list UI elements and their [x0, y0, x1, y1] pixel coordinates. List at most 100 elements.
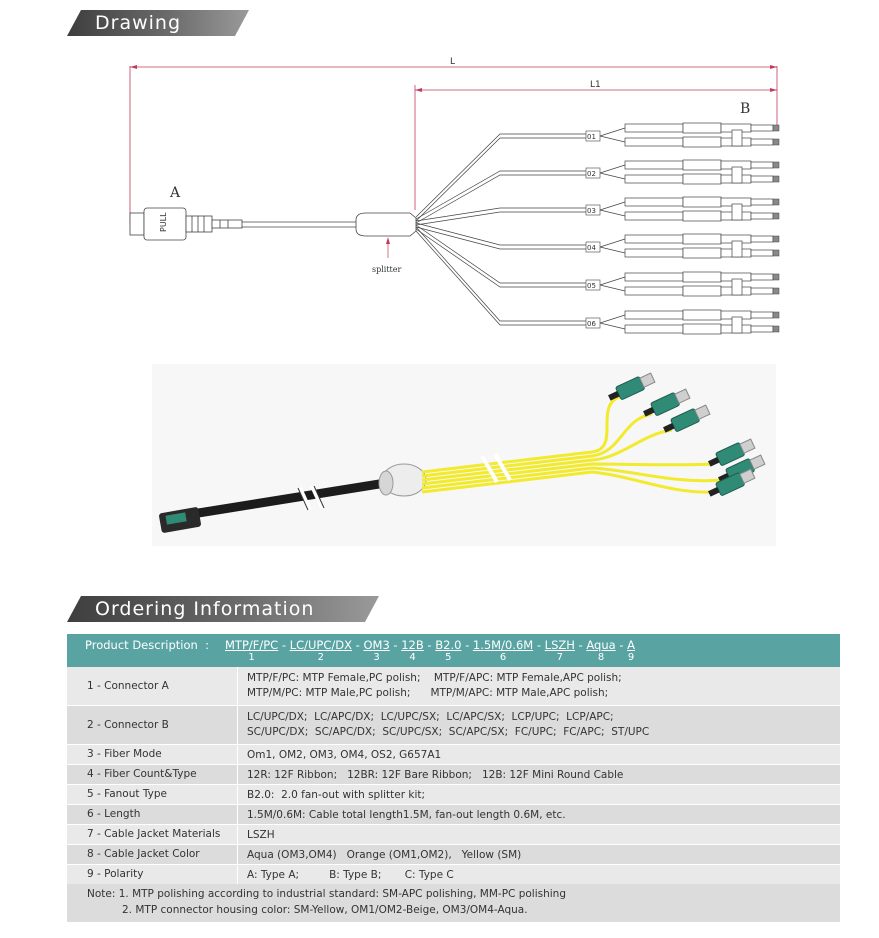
leg-label: 03: [587, 207, 596, 215]
code-part-3: OM3: [363, 638, 390, 652]
spec-value: Om1, OM2, OM3, OM4, OS2, G657A1: [247, 748, 441, 763]
spec-label: 9 - Polarity: [87, 868, 144, 880]
code-separator: -: [615, 638, 628, 652]
spec-value-line: 1.5M/0.6M: Cable total length1.5M, fan-o…: [247, 809, 566, 821]
code-part-9: A: [627, 638, 636, 652]
note-line-2: 2. MTP connector housing color: SM-Yello…: [122, 904, 528, 916]
code-separator: -: [533, 638, 545, 652]
end-B-label: B: [740, 101, 750, 117]
code-part-6: 1.5M/0.6M: [472, 638, 534, 652]
spec-row: 3 - Fiber Mode Om1, OM2, OM3, OM4, OS2, G…: [67, 745, 840, 765]
spec-label: 5 - Fanout Type: [87, 788, 167, 800]
spec-label: 2 - Connector B: [87, 718, 169, 731]
spec-value: A: Type A; B: Type B; C: Type C: [247, 868, 454, 883]
code-separator: -: [461, 638, 473, 652]
code-part-2: LC/UPC/DX: [289, 638, 352, 652]
fanout-leg-04: 04: [415, 222, 780, 259]
end-A-label: A: [169, 185, 181, 201]
code-part-number: 2: [317, 652, 325, 663]
spec-value-line: Aqua (OM3,OM4) Orange (OM1,OM2), Yellow …: [247, 849, 522, 861]
spec-value-line: Om1, OM2, OM3, OM4, OS2, G657A1: [247, 749, 442, 761]
spec-label: 7 - Cable Jacket Materials: [87, 828, 221, 840]
code-separator: -: [278, 638, 290, 652]
spec-label: 8 - Cable Jacket Color: [87, 848, 200, 860]
dimension-L-label: L: [450, 57, 455, 67]
leg-label: 01: [587, 133, 596, 141]
spec-row: 7 - Cable Jacket Materials LSZH: [67, 825, 840, 845]
photo-connector: [643, 388, 691, 417]
photo-lc-connectors: [608, 372, 766, 497]
spec-value-line: MTP/M/PC: MTP Male,PC polish; MTP/M/APC:…: [247, 687, 609, 699]
ordering-table: 1 - Connector A MTP/F/PC: MTP Female,PC p…: [67, 667, 840, 885]
spec-value: LC/UPC/DX; LC/APC/DX; LC/UPC/SX; LC/APC/…: [247, 710, 649, 740]
leg-label: 02: [587, 170, 596, 178]
code-part-7: LSZH: [544, 638, 575, 652]
leg-label: 05: [587, 282, 596, 290]
splitter-label: splitter: [372, 265, 402, 274]
spec-row: 2 - Connector B LC/UPC/DX; LC/APC/DX; LC/…: [67, 706, 840, 745]
spec-value: 12R: 12F Ribbon; 12BR: 12F Bare Ribbon; …: [247, 768, 623, 783]
spec-value-line: LSZH: [247, 829, 275, 841]
photo-connector: [663, 404, 711, 433]
spec-row: 6 - Length 1.5M/0.6M: Cable total length1…: [67, 805, 840, 825]
spec-label: 1 - Connector A: [87, 679, 169, 692]
spec-row: 5 - Fanout Type B2.0: 2.0 fan-out with sp…: [67, 785, 840, 805]
code-separator: -: [352, 638, 364, 652]
spec-row: 1 - Connector A MTP/F/PC: MTP Female,PC p…: [67, 667, 840, 706]
spec-value-line: B2.0: 2.0 fan-out with splitter kit;: [247, 789, 426, 801]
code-separator: -: [389, 638, 402, 652]
note-line-1: Note: 1. MTP polishing according to indu…: [87, 888, 566, 900]
spec-value: B2.0: 2.0 fan-out with splitter kit;: [247, 788, 425, 803]
code-part-1: MTP/F/PC: [225, 638, 279, 652]
code-part-8: Aqua: [586, 638, 616, 652]
product-photo: [152, 364, 776, 546]
spec-value-line: A: Type A; B: Type B; C: Type C: [247, 869, 454, 881]
code-part-number: 9: [627, 652, 635, 663]
leg-label: 06: [587, 320, 596, 328]
spec-value-line: LC/UPC/DX; LC/APC/DX; LC/UPC/SX; LC/APC/…: [247, 711, 614, 723]
code-part-5: B2.0: [435, 638, 462, 652]
code-part-number: 6: [499, 652, 507, 663]
pull-label: PULL: [159, 212, 168, 232]
ordering-section-title: Ordering Information: [67, 596, 379, 622]
code-part-4: 12B: [401, 638, 424, 652]
spec-value: MTP/F/PC: MTP Female,PC polish; MTP/F/AP…: [247, 671, 622, 701]
spec-value-line: 12R: 12F Ribbon; 12BR: 12F Bare Ribbon; …: [247, 769, 624, 781]
code-part-number: 1: [248, 652, 255, 663]
product-code: MTP/F/PC - LC/UPC/DX - OM3 - 12B - B2.0 …: [225, 638, 635, 652]
leg-label: 04: [587, 244, 596, 252]
product-description-header: Product Description : MTP/F/PC - LC/UPC/…: [67, 634, 840, 667]
spec-row: 9 - Polarity A: Type A; B: Type B; C: Typ…: [67, 865, 840, 885]
fanout-leg-03: 03: [415, 196, 780, 226]
fanout-legs: 01 02 03 04 05 06: [415, 122, 780, 335]
fanout-leg-01: 01: [415, 122, 780, 222]
spec-value: 1.5M/0.6M: Cable total length1.5M, fan-o…: [247, 808, 566, 823]
spec-label: 3 - Fiber Mode: [87, 748, 162, 760]
spec-value: Aqua (OM3,OM4) Orange (OM1,OM2), Yellow …: [247, 848, 521, 863]
photo-connector: [708, 438, 756, 467]
spec-label: 4 - Fiber Count&Type: [87, 768, 197, 780]
code-part-number: 7: [556, 652, 563, 663]
photo-connector: [708, 468, 756, 497]
cable-drawing: L L1 A B PULL splitter 01 02 03 04 05 06: [129, 57, 780, 335]
drawing-section-title: Drawing: [67, 10, 249, 36]
code-part-number: 8: [597, 652, 605, 663]
spec-label: 6 - Length: [87, 808, 141, 820]
spec-value: LSZH: [247, 828, 275, 843]
code-separator: -: [574, 638, 587, 652]
fanout-leg-05: 05: [415, 224, 780, 297]
photo-mtp-connector: [159, 507, 201, 533]
spec-row: 8 - Cable Jacket Color Aqua (OM3,OM4) Ora…: [67, 845, 840, 865]
product-description-label: Product Description :: [85, 638, 210, 652]
code-separator: -: [423, 638, 436, 652]
spec-value-line: SC/UPC/DX; SC/APC/DX; SC/UPC/SX; SC/APC/…: [247, 726, 650, 738]
spec-value-line: MTP/F/PC: MTP Female,PC polish; MTP/F/AP…: [247, 672, 622, 684]
code-part-number: 5: [445, 652, 452, 663]
mtp-connector: [129, 207, 243, 241]
code-part-number: 4: [409, 652, 416, 663]
dimension-L1-label: L1: [590, 80, 601, 90]
photo-connector: [608, 372, 656, 401]
fanout-leg-02: 02: [415, 159, 780, 224]
splitter-body: [355, 212, 417, 237]
fanout-leg-06: 06: [415, 226, 780, 335]
